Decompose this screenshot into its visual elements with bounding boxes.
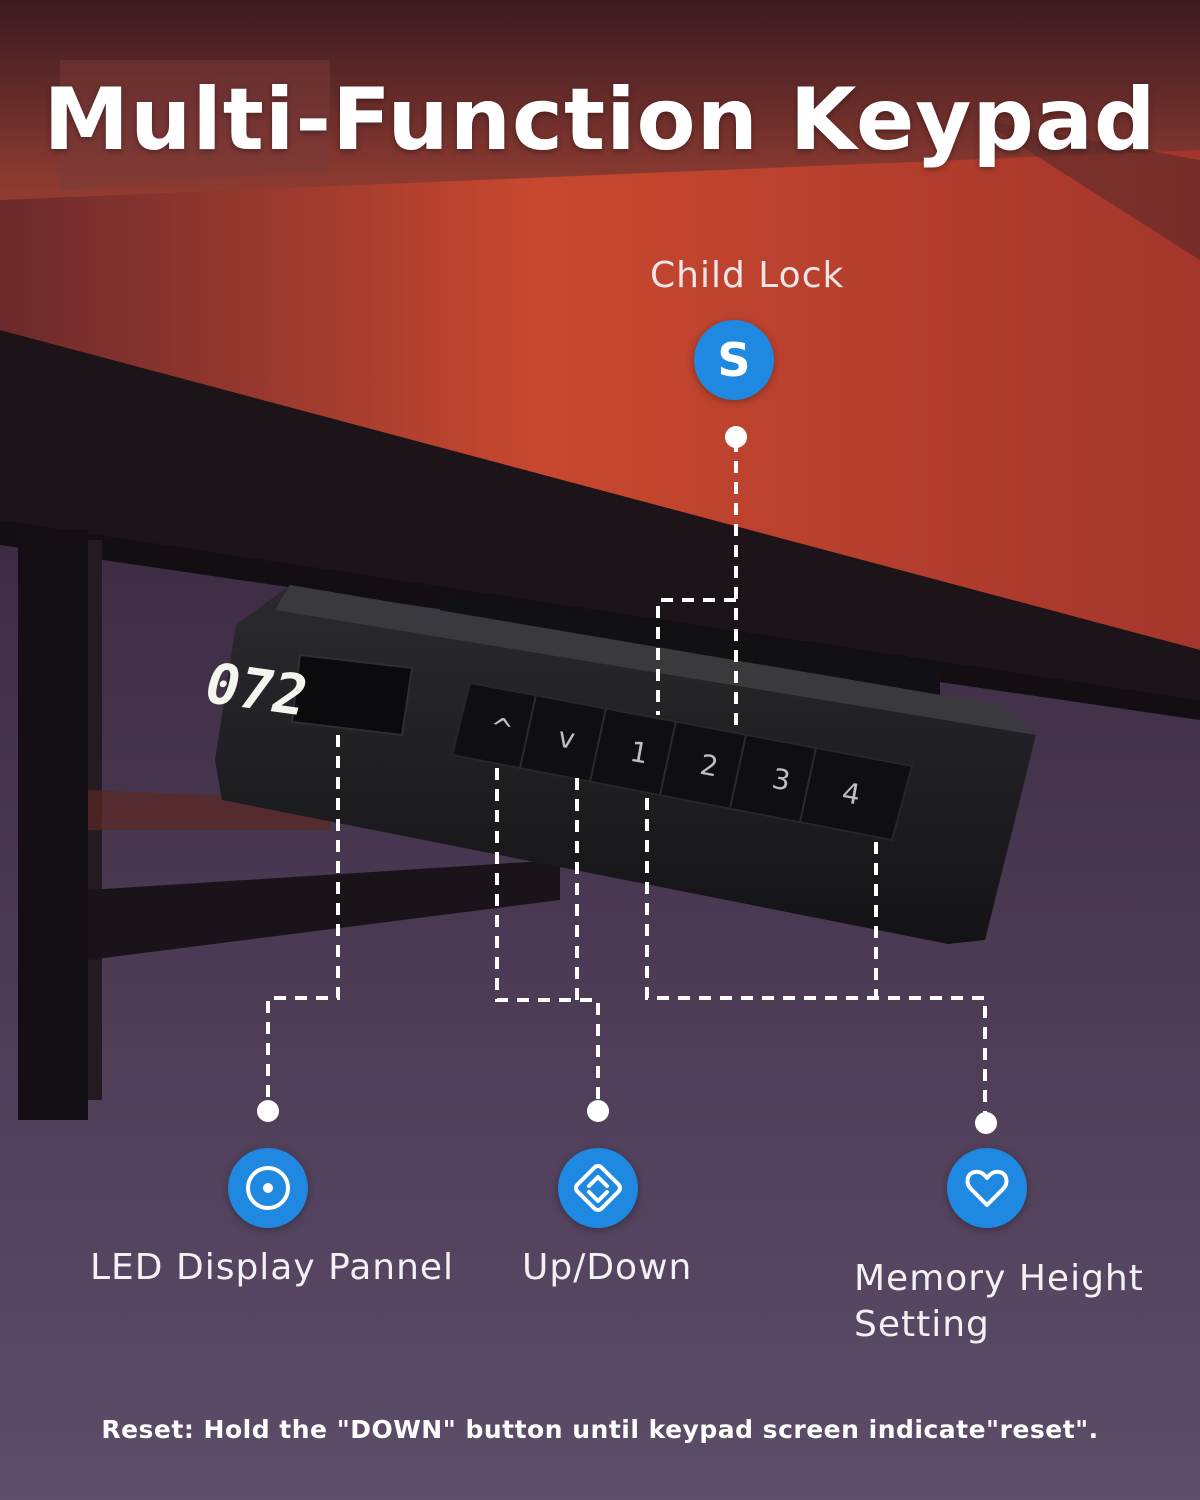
updown-dot bbox=[587, 1100, 609, 1122]
memory-label-line1: Memory Height bbox=[854, 1258, 1144, 1299]
key-memory-1[interactable]: 1 bbox=[628, 735, 651, 771]
up-down-label: Up/Down bbox=[522, 1247, 693, 1288]
key-down[interactable]: v bbox=[556, 721, 578, 756]
memory-height-label: Memory Height Setting bbox=[854, 1256, 1144, 1348]
callout-lines bbox=[266, 440, 987, 1118]
child-lock-badge: S bbox=[694, 320, 774, 400]
child-lock-dot bbox=[725, 426, 747, 448]
heart-icon bbox=[947, 1148, 1027, 1228]
led-display-label: LED Display Pannel bbox=[90, 1247, 455, 1288]
keypad-body bbox=[215, 585, 1036, 944]
led-dot bbox=[257, 1100, 279, 1122]
key-memory-4[interactable]: 4 bbox=[840, 776, 863, 812]
up-down-chevrons-icon bbox=[558, 1148, 638, 1228]
page-title: Multi-Function Keypad bbox=[43, 70, 1157, 170]
memory-dot bbox=[975, 1112, 997, 1134]
memory-label-line2: Setting bbox=[854, 1304, 990, 1345]
led-display-value: 072 bbox=[197, 652, 315, 729]
child-lock-label: Child Lock bbox=[650, 255, 845, 296]
reset-note: Reset: Hold the "DOWN" button until keyp… bbox=[101, 1415, 1099, 1444]
key-up[interactable]: ^ bbox=[487, 711, 516, 748]
key-memory-2[interactable]: 2 bbox=[698, 748, 721, 784]
target-circle-icon bbox=[228, 1148, 308, 1228]
key-memory-3[interactable]: 3 bbox=[770, 762, 793, 798]
